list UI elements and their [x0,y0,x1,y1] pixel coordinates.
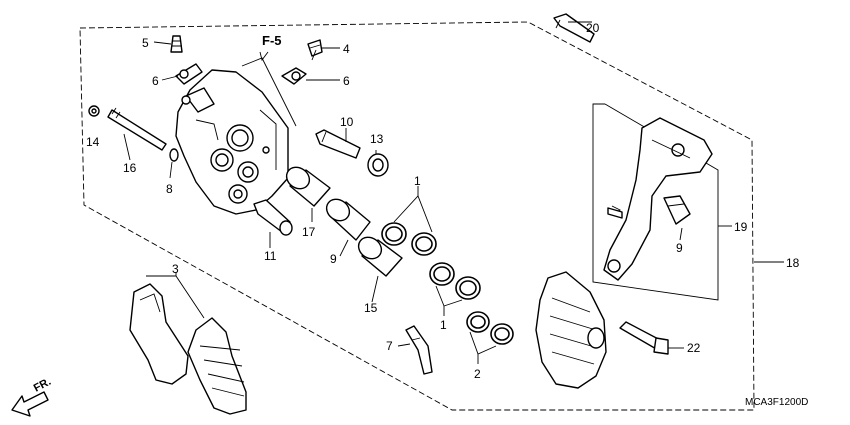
drawing-code: MCA3F1200D [745,397,808,408]
label-clip-9: 9 [676,241,683,255]
label-spring-7: 7 [386,339,393,353]
boot-14 [367,153,389,177]
piston-seal-set-1b [429,262,481,300]
bolt-13 [253,199,293,236]
label-piston-18: 17 [302,225,316,239]
caliper-bracket-20 [603,117,713,281]
front-direction-indicator: FR. [11,376,53,417]
bolt-21 [553,13,595,43]
label-bracket-20: 19 [734,220,748,234]
bolt-22 [619,321,669,355]
label-piston-16: 15 [364,301,378,315]
bleeder-screw-5 [170,35,183,53]
caliper-cover [535,271,607,389]
reference-f5: F-5 [241,33,297,127]
label-washer-8: 8 [166,182,173,196]
slide-pin-11 [315,129,361,159]
label-bleeder-5: 5 [142,36,149,50]
pad-spring-7 [405,325,433,375]
label-bolt-22: 22 [687,341,701,355]
nut-15 [88,105,100,117]
label-seal-2: 2 [474,367,481,381]
retainer-clip-9 [663,195,691,225]
label-boot-14: 13 [370,132,384,146]
label-pin-17: 16 [123,161,137,175]
bleeder-screw-4 [307,39,323,61]
piston-18 [285,166,331,207]
label-bolt-21: 20 [586,21,600,35]
washer-8 [169,148,179,162]
label-seal-1a: 1 [414,174,421,188]
label-bolt-13: 11 [264,249,277,263]
label-cap-6a: 6 [152,74,159,88]
reference-label: F-5 [262,33,282,48]
assembly-boundary [79,21,755,411]
brake-pad-3 [129,283,247,415]
piston-seal-set-1a [381,222,437,256]
label-bleeder-4: 4 [343,42,350,56]
bleeder-cap-6b [281,67,307,85]
label-nut-15: 14 [86,135,100,149]
piston-16 [357,236,403,277]
caliper-pin-17 [107,107,167,151]
front-arrow-icon [11,391,49,417]
label-pad-3: 3 [172,262,179,276]
label-assembly-19: 18 [786,256,800,270]
label-seal-1b: 1 [440,318,447,332]
label-cap-6b: 6 [343,74,350,88]
dust-seal-set-2 [466,311,514,345]
label-piston-10: 9 [330,252,337,266]
bleeder-cap-6a [175,63,203,85]
caliper-body [175,69,289,215]
piston-10 [325,198,371,241]
label-pin-11: 10 [340,115,354,129]
front-direction-label: FR. [32,376,53,395]
